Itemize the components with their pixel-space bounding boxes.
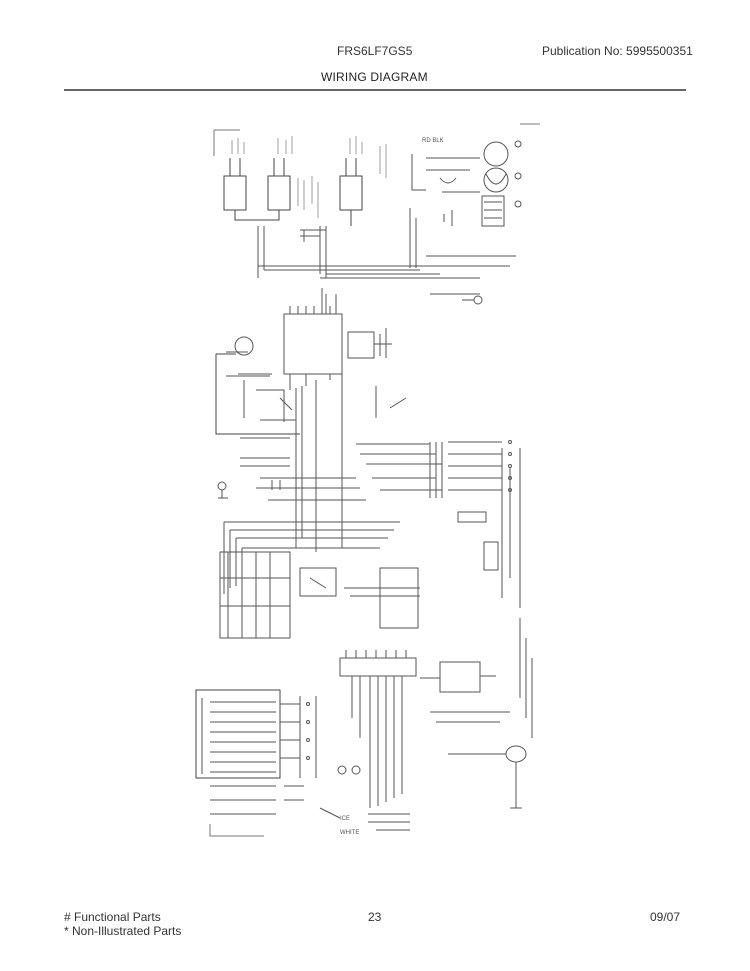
wiring-diagram: RD BLK	[180, 118, 560, 848]
page-number: 23	[368, 910, 382, 924]
white-label: WHITE	[340, 830, 359, 836]
revision-date: 09/07	[650, 910, 681, 924]
terminal-block	[429, 440, 521, 608]
relay-block	[219, 551, 420, 639]
control-board-lower	[339, 650, 510, 808]
legend-non-illustrated-parts: * Non-Illustrated Parts	[64, 924, 182, 938]
rd-blk-label: RD BLK	[422, 138, 444, 144]
legend-functional-parts: # Functional Parts	[64, 910, 161, 924]
wiring-schematic: RD BLK	[195, 123, 540, 837]
publication-number: Publication No: 5995500351	[542, 44, 693, 58]
control-board-upper	[226, 288, 483, 390]
header-rule	[64, 89, 686, 91]
page-title: WIRING DIAGRAM	[321, 70, 428, 84]
compressor-group	[448, 618, 533, 809]
terminal-list	[195, 689, 317, 779]
fan-motor-group: RD BLK	[411, 138, 522, 227]
model-number: FRS6LF7GS5	[337, 44, 413, 58]
door-switch-group	[223, 158, 363, 226]
ice-label: ICE	[340, 816, 350, 822]
